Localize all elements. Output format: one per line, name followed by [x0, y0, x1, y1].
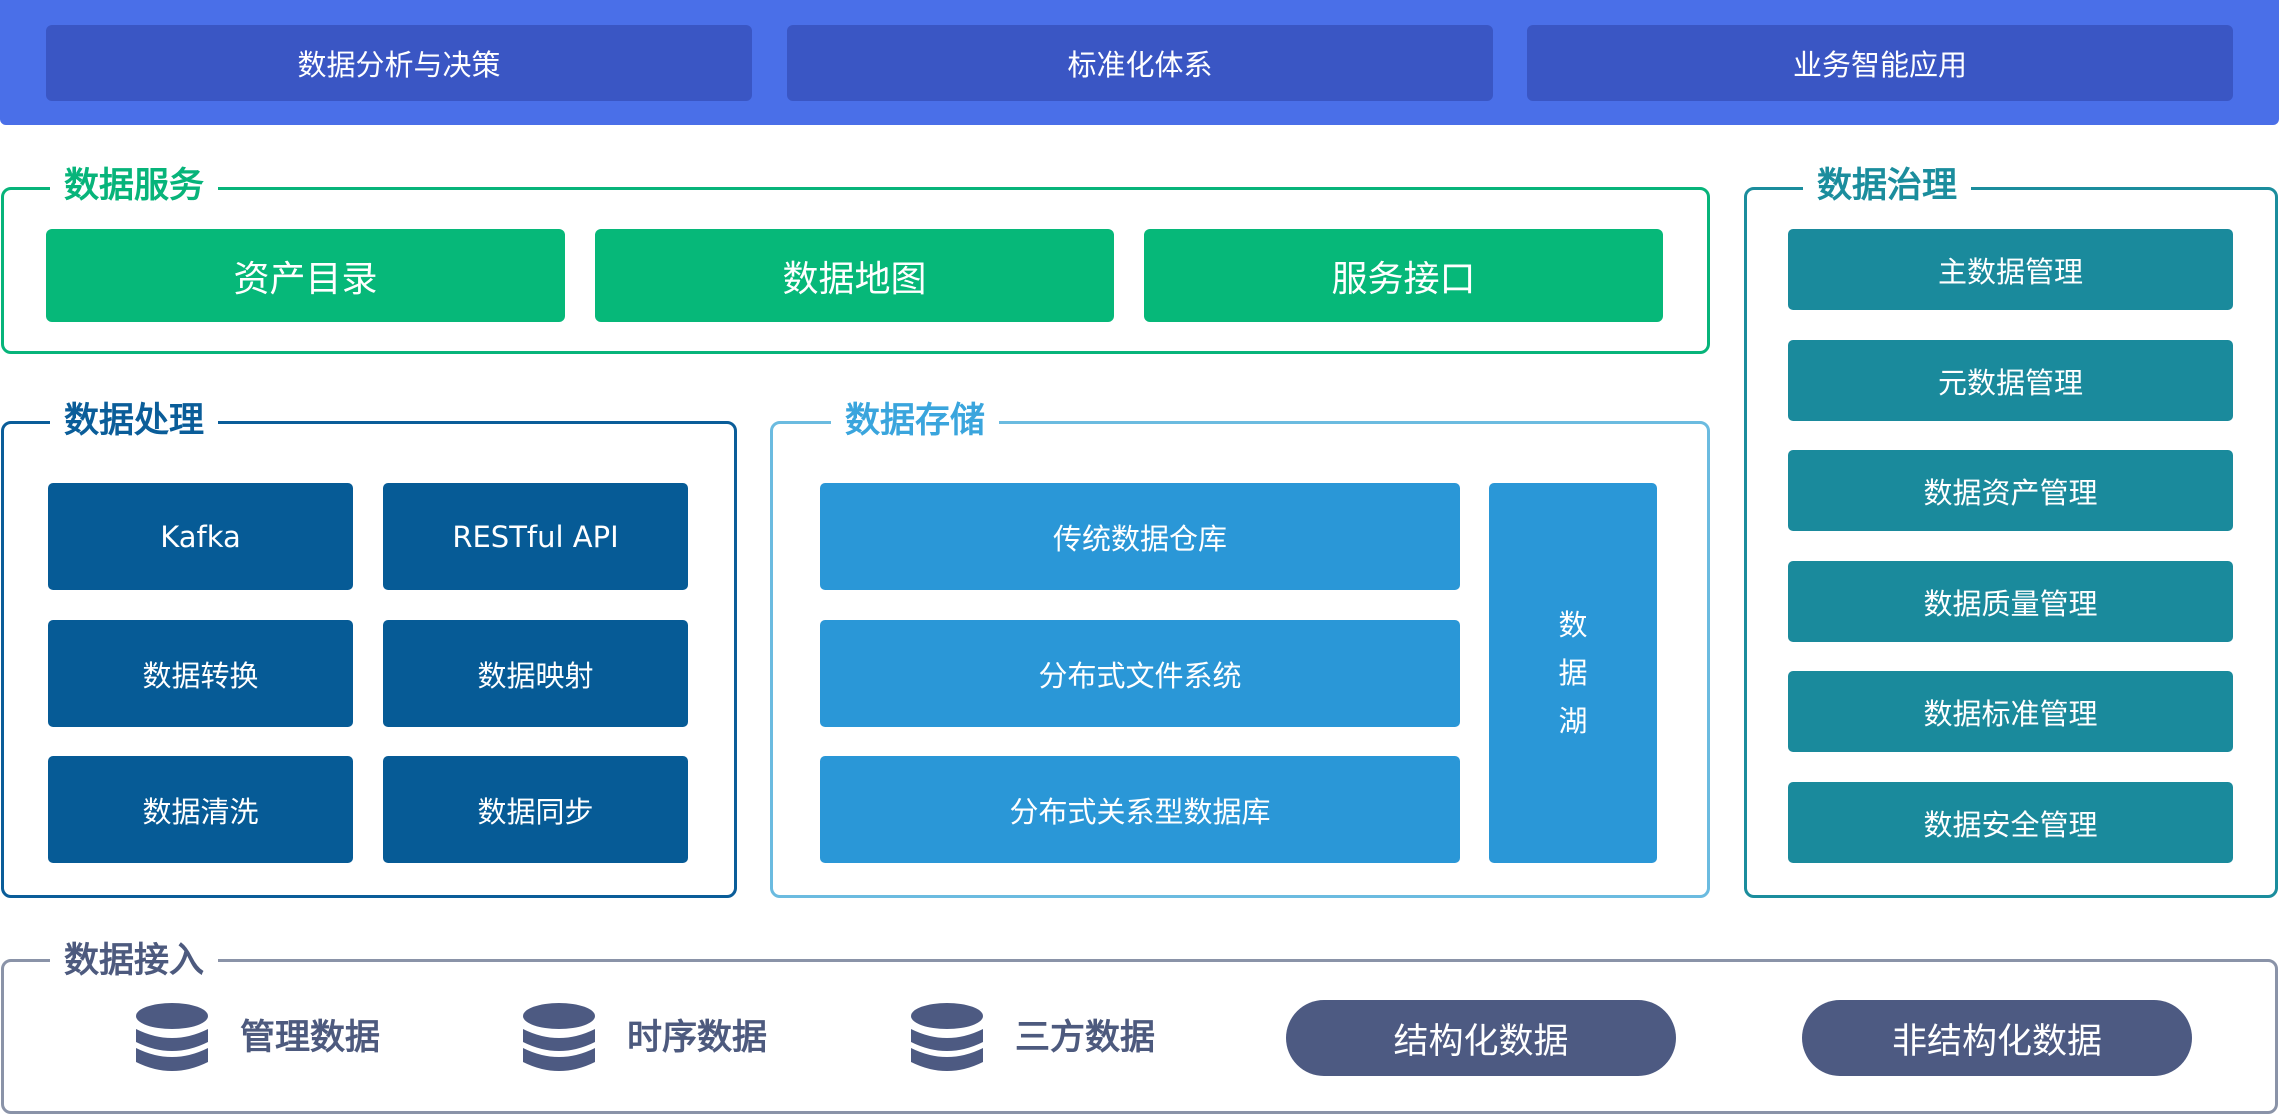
gov-data-security[interactable]: 数据安全管理: [1788, 782, 2233, 863]
data-governance-title: 数据治理: [1803, 165, 1972, 207]
lake-char-1: 数: [1558, 608, 1588, 642]
ingest-timeseries-data: 时序数据: [627, 1018, 768, 1058]
database-icon: [911, 1003, 983, 1071]
database-icon: [523, 1003, 595, 1071]
lake-char-3: 湖: [1558, 704, 1588, 738]
ingest-thirdparty-data: 三方数据: [1015, 1018, 1156, 1058]
proc-sync[interactable]: 数据同步: [383, 756, 688, 863]
data-service-title: 数据服务: [50, 165, 219, 207]
storage-distributed-rdb[interactable]: 分布式关系型数据库: [820, 756, 1460, 863]
service-api[interactable]: 服务接口: [1144, 229, 1663, 322]
ingest-unstructured-pill[interactable]: 非结构化数据: [1802, 1000, 2192, 1076]
gov-master-data[interactable]: 主数据管理: [1788, 229, 2233, 310]
storage-distributed-fs[interactable]: 分布式文件系统: [820, 620, 1460, 727]
storage-data-lake[interactable]: 数 据 湖: [1489, 483, 1657, 863]
proc-transform[interactable]: 数据转换: [48, 620, 353, 727]
ingest-management-data: 管理数据: [240, 1018, 381, 1058]
proc-mapping[interactable]: 数据映射: [383, 620, 688, 727]
top-item-standard[interactable]: 标准化体系: [787, 25, 1493, 101]
data-processing-title: 数据处理: [50, 400, 219, 442]
top-item-analysis[interactable]: 数据分析与决策: [46, 25, 752, 101]
gov-data-quality[interactable]: 数据质量管理: [1788, 561, 2233, 642]
service-asset-catalog[interactable]: 资产目录: [46, 229, 565, 322]
gov-data-standard[interactable]: 数据标准管理: [1788, 671, 2233, 752]
data-storage-title: 数据存储: [831, 400, 1000, 442]
gov-data-asset[interactable]: 数据资产管理: [1788, 450, 2233, 531]
database-icon: [136, 1003, 208, 1071]
ingest-structured-pill[interactable]: 结构化数据: [1286, 1000, 1676, 1076]
proc-kafka[interactable]: Kafka: [48, 483, 353, 590]
service-data-map[interactable]: 数据地图: [595, 229, 1114, 322]
proc-cleansing[interactable]: 数据清洗: [48, 756, 353, 863]
gov-metadata[interactable]: 元数据管理: [1788, 340, 2233, 421]
proc-restful-api[interactable]: RESTful API: [383, 483, 688, 590]
data-ingest-title: 数据接入: [50, 940, 219, 982]
lake-char-2: 据: [1558, 656, 1588, 690]
top-item-bi[interactable]: 业务智能应用: [1527, 25, 2233, 101]
storage-traditional-dw[interactable]: 传统数据仓库: [820, 483, 1460, 590]
